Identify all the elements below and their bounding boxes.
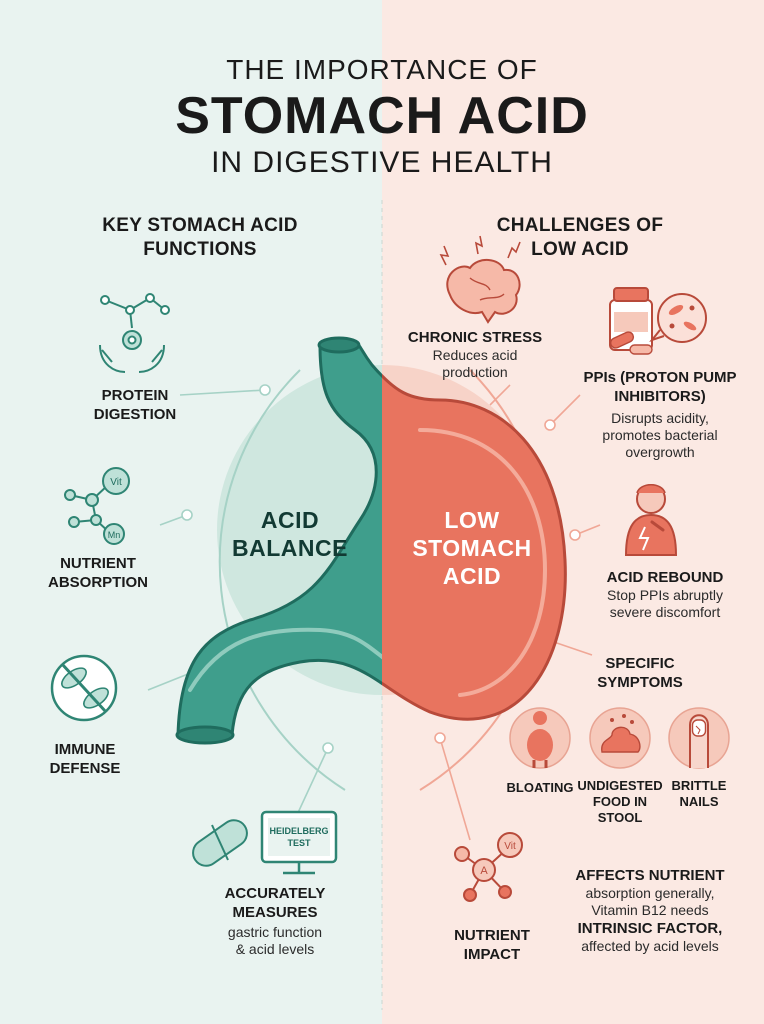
right-section-heading: CHALLENGES OF LOW ACID (450, 214, 710, 262)
esophagus-opening (317, 336, 361, 354)
right-heading-line1: CHALLENGES OF (496, 215, 664, 236)
left-heading-line2: FUNCTIONS (143, 239, 257, 260)
symptoms-title-line2: SYMPTOMS (597, 674, 683, 691)
stress-title: CHRONIC STRESS (407, 329, 543, 346)
undigested-line2: FOOD IN (592, 794, 648, 809)
capsule-icon (192, 819, 248, 867)
measures-desc-line1: gastric function (227, 924, 323, 940)
stressed-brain-icon (439, 235, 521, 324)
acid-balance-line2: BALANCE (232, 535, 348, 561)
stress-desc-line2: production (442, 364, 508, 380)
undigested-line1: UNDIGESTED (577, 778, 663, 793)
ppi-desc-line3: overgrowth (625, 444, 695, 460)
heidelberg-screen-line1: HEIDELBERG (269, 826, 328, 836)
specific-symptoms-label: SPECIFIC SYMPTOMS (570, 654, 710, 692)
accurately-measures-label: ACCURATELY MEASURES gastric function & a… (200, 884, 350, 958)
symptoms-title-line1: SPECIFIC (605, 655, 675, 672)
bloating-icon (509, 707, 571, 769)
ppi-title-line1: PPIs (PROTON PUMP (583, 369, 737, 386)
nutrient-line2: ABSORPTION (47, 574, 148, 591)
stomach-right-half (382, 373, 567, 721)
undigested-line3: STOOL (597, 810, 643, 825)
low-acid-line3: ACID (442, 563, 502, 589)
nutrient-icon-vit-label: Vit (110, 477, 122, 488)
nutrient-absorption-label: NUTRIENT ABSORPTION (28, 554, 168, 592)
protein-molecule-icon (99, 293, 170, 373)
impact-title-line1: NUTRIENT (454, 927, 530, 944)
impact-line1: AFFECTS NUTRIENT (575, 867, 725, 884)
protein-line2: DIGESTION (93, 406, 177, 423)
ppi-title-line2: INHIBITORS) (614, 388, 706, 405)
right-heading-line2: LOW ACID (531, 239, 629, 260)
measures-title-line1: ACCURATELY (224, 885, 326, 902)
impact-title-line2: IMPACT (463, 946, 521, 963)
nutrient-impact-icon (454, 832, 523, 902)
acid-balance-label: ACID BALANCE (215, 506, 365, 562)
title-line-1: THE IMPORTANCE OF (226, 54, 538, 85)
measures-title-line2: MEASURES (232, 904, 318, 921)
protein-digestion-label: PROTEIN DIGESTION (70, 386, 200, 424)
nails-line1: BRITTLE (671, 778, 727, 793)
ppi-label: PPIs (PROTON PUMP INHIBITORS) Disrupts a… (570, 368, 750, 461)
bacteria-bubble-icon (649, 293, 707, 343)
impact-line5: affected by acid levels (581, 938, 719, 954)
acid-balance-line1: ACID (260, 507, 320, 533)
nutrient-molecule-icon (64, 467, 130, 545)
heidelberg-screen-line2: TEST (287, 838, 311, 848)
nutrient-impact-description: AFFECTS NUTRIENT absorption generally, V… (550, 866, 750, 955)
immune-line1: IMMUNE (54, 741, 116, 758)
left-heading-line1: KEY STOMACH ACID (102, 215, 298, 236)
low-stomach-acid-label: LOW STOMACH ACID (392, 506, 552, 590)
impact-icon-vit-label: Vit (504, 841, 516, 852)
nutrient-icon-mn-label: Mn (108, 530, 121, 540)
no-bacteria-icon (50, 654, 118, 722)
ppi-bottle-icon (609, 287, 653, 355)
title-line-2: STOMACH ACID (175, 87, 589, 145)
ppi-desc-line1: Disrupts acidity, (611, 410, 709, 426)
nutrient-line1: NUTRIENT (60, 555, 136, 572)
brittle-nail-icon (668, 707, 730, 769)
brittle-nails-label: BRITTLE NAILS (664, 778, 734, 810)
undigested-food-label: UNDIGESTED FOOD IN STOOL (572, 778, 668, 826)
undigested-food-icon (589, 707, 651, 769)
left-connector-arc (218, 369, 346, 791)
rebound-desc-line1: Stop PPIs abruptly (607, 587, 723, 603)
measures-desc-line2: & acid levels (235, 941, 315, 957)
bloating-label: BLOATING (506, 780, 574, 795)
ppi-desc-line2: promotes bacterial (602, 427, 718, 443)
heartburn-person-icon (624, 483, 678, 556)
pylorus-opening (175, 725, 235, 745)
protein-line1: PROTEIN (101, 387, 169, 404)
low-acid-line2: STOMACH (412, 535, 532, 561)
left-section-heading: KEY STOMACH ACID FUNCTIONS (60, 214, 340, 262)
nails-line2: NAILS (679, 794, 719, 809)
right-connectors (434, 384, 601, 841)
nutrient-impact-label: NUTRIENT IMPACT (432, 926, 552, 964)
impact-line4: INTRINSIC FACTOR, (577, 920, 723, 937)
impact-line3: Vitamin B12 needs (591, 902, 709, 918)
immune-line2: DEFENSE (49, 760, 121, 777)
title-line-3: IN DIGESTIVE HEALTH (211, 146, 553, 179)
rebound-desc-line2: severe discomfort (609, 604, 721, 620)
rebound-title: ACID REBOUND (606, 569, 724, 586)
stomach-left-half (176, 343, 382, 737)
impact-line2: absorption generally, (585, 885, 715, 901)
impact-icon-a-label: A (480, 865, 488, 877)
low-acid-line1: LOW (444, 507, 500, 533)
heidelberg-monitor-icon (260, 810, 338, 875)
stress-desc-line1: Reduces acid (432, 347, 518, 363)
immune-defense-label: IMMUNE DEFENSE (30, 740, 140, 778)
chronic-stress-label: CHRONIC STRESS Reduces acid production (400, 328, 550, 381)
acid-rebound-label: ACID REBOUND Stop PPIs abruptly severe d… (590, 568, 740, 621)
